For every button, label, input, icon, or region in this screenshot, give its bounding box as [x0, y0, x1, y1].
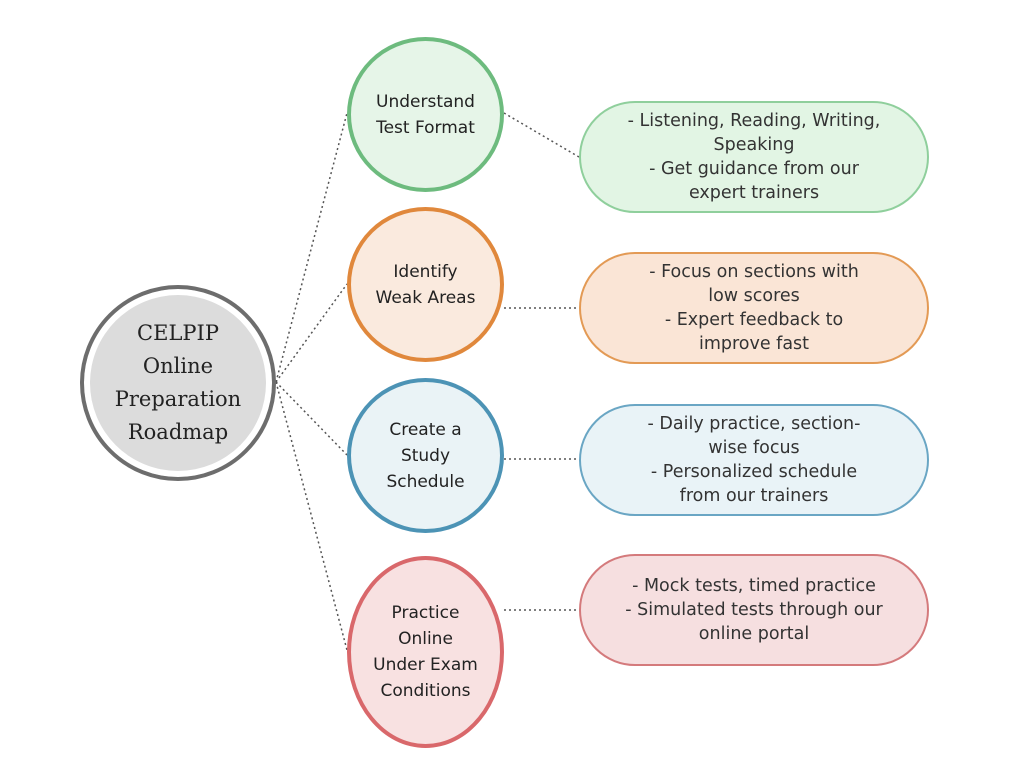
root-label-line: Roadmap: [127, 420, 229, 444]
step-node-understand-test-format: Understand Test Format: [347, 37, 504, 192]
connector-root-step-2: [275, 283, 348, 383]
step-label-line: Practice: [391, 603, 460, 623]
step-label-line: Test Format: [376, 117, 475, 138]
step-label-line: Create a: [389, 419, 462, 440]
detail-line: - Focus on sections with: [649, 262, 859, 282]
detail-line: online portal: [698, 624, 810, 644]
step-label-line: Online: [398, 629, 453, 649]
detail-line: improve fast: [698, 334, 810, 354]
detail-line: low scores: [708, 286, 800, 306]
detail-box-test-format: - Listening, Reading, Writing, Speaking …: [579, 101, 929, 213]
step-label-line: Under Exam: [373, 655, 478, 675]
root-label-line: Online: [142, 354, 214, 378]
detail-line: - Daily practice, section-: [647, 414, 861, 434]
step-node-identify-weak-areas: Identify Weak Areas: [347, 207, 504, 362]
step-label-line: Study: [400, 445, 451, 466]
step-node-create-study-schedule: Create a Study Schedule: [347, 378, 504, 533]
root-label: CELPIP Online Preparation Roadmap: [108, 317, 248, 449]
detail-line: Speaking: [713, 135, 795, 155]
detail-line: from our trainers: [679, 486, 829, 506]
detail-line: - Simulated tests through our: [625, 600, 883, 620]
detail-box-weak-areas: - Focus on sections with low scores - Ex…: [579, 252, 929, 364]
detail-box-study-schedule: - Daily practice, section- wise focus - …: [579, 404, 929, 516]
step-node-practice-online: Practice Online Under Exam Conditions: [347, 556, 504, 748]
detail-line: - Get guidance from our: [649, 159, 859, 179]
detail-line: wise focus: [708, 438, 800, 458]
step-label-line: Conditions: [380, 681, 471, 701]
connector-root-step-3: [275, 381, 348, 456]
step-label-line: Identify: [393, 261, 458, 282]
connector-root-step-4: [275, 381, 348, 651]
detail-line: - Personalized schedule: [650, 462, 858, 482]
detail-box-exam-conditions: - Mock tests, timed practice - Simulated…: [579, 554, 929, 666]
detail-line: - Listening, Reading, Writing,: [627, 111, 881, 131]
detail-line: expert trainers: [688, 183, 820, 203]
detail-line: - Expert feedback to: [664, 310, 844, 330]
step-label-line: Weak Areas: [375, 287, 476, 308]
step-label-line: Schedule: [386, 471, 465, 492]
connector-root-step-1: [275, 112, 348, 383]
connector-step-1-detail: [503, 112, 580, 158]
root-node: CELPIP Online Preparation Roadmap: [80, 285, 276, 481]
root-label-line: CELPIP: [137, 321, 219, 345]
step-label-line: Understand: [376, 91, 475, 112]
detail-line: - Mock tests, timed practice: [632, 576, 876, 596]
root-label-line: Preparation: [114, 387, 242, 411]
